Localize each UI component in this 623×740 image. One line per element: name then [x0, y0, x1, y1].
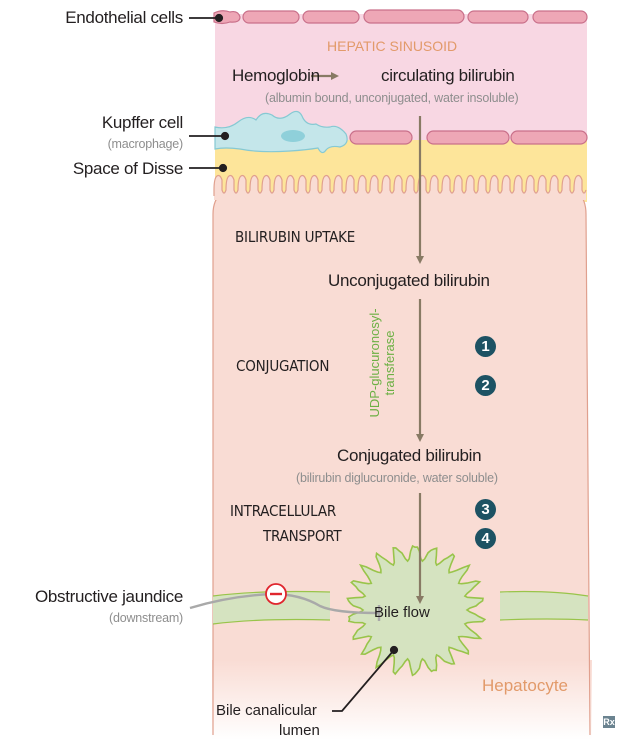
step-badge-3: 3	[475, 499, 496, 520]
step-badge-2: 2	[475, 375, 496, 396]
microvilli-fill	[214, 175, 586, 200]
conjugated-bilirubin-note: (bilirubin diglucuronide, water soluble)	[296, 471, 498, 485]
microvilli	[213, 174, 587, 200]
step-badge-1: 1	[475, 336, 496, 357]
tight-junction-band-right	[500, 591, 588, 620]
bile-lumen-label: lumen	[279, 722, 320, 739]
bile-flow-label: Bile flow	[374, 604, 430, 621]
transport-heading: TRANSPORT	[263, 527, 342, 545]
kupffer-cell	[214, 110, 348, 154]
intracellular-heading: INTRACELLULAR	[230, 502, 337, 520]
hepatocyte-label: Hepatocyte	[482, 676, 568, 695]
conjugation-heading: CONJUGATION	[236, 357, 330, 375]
enzyme-label: UDP-glucuronosyl- transferase	[367, 298, 397, 428]
kupffer-nucleus	[281, 130, 305, 142]
endothelial-cells-label: Endothelial cells	[65, 8, 183, 27]
endothelial-cells-lower	[349, 130, 588, 145]
unconjugated-bilirubin-label: Unconjugated bilirubin	[328, 271, 490, 290]
enzyme-label-line2: transferase	[382, 330, 397, 396]
obstructive-jaundice-label: Obstructive jaundice	[34, 587, 183, 606]
rx-logo-icon: Rx	[603, 716, 615, 728]
circulating-bilirubin-label: circulating bilirubin	[381, 66, 515, 85]
space-of-disse-label: Space of Disse	[72, 159, 183, 178]
hepatocyte-right-border	[577, 191, 591, 736]
hemoglobin-label: Hemoglobin	[232, 66, 320, 85]
microvilli-outline	[213, 174, 587, 196]
tight-junction-band	[213, 591, 330, 624]
inhibition-line	[189, 592, 379, 615]
bile-canalicular-label: Bile canalicular	[216, 702, 317, 719]
leader-lines	[189, 13, 399, 712]
bile-canaliculus	[346, 544, 487, 677]
conjugated-bilirubin-label: Conjugated bilirubin	[337, 446, 482, 465]
bilirubin-uptake-heading: BILIRUBIN UPTAKE	[235, 228, 356, 246]
step-badge-4: 4	[475, 528, 496, 549]
enzyme-label-line1: UDP-glucuronosyl-	[367, 308, 382, 418]
hepatic-sinusoid-label: HEPATIC SINUSOID	[327, 38, 458, 54]
hepatocyte-fade	[212, 660, 592, 740]
kupffer-cell-note: (macrophage)	[107, 137, 184, 151]
endothelial-cells-top	[213, 9, 588, 25]
obstructive-jaundice-note: (downstream)	[108, 611, 183, 625]
circulating-bilirubin-note: (albumin bound, unconjugated, water inso…	[265, 91, 519, 105]
kupffer-cell-label: Kupffer cell	[101, 113, 183, 132]
